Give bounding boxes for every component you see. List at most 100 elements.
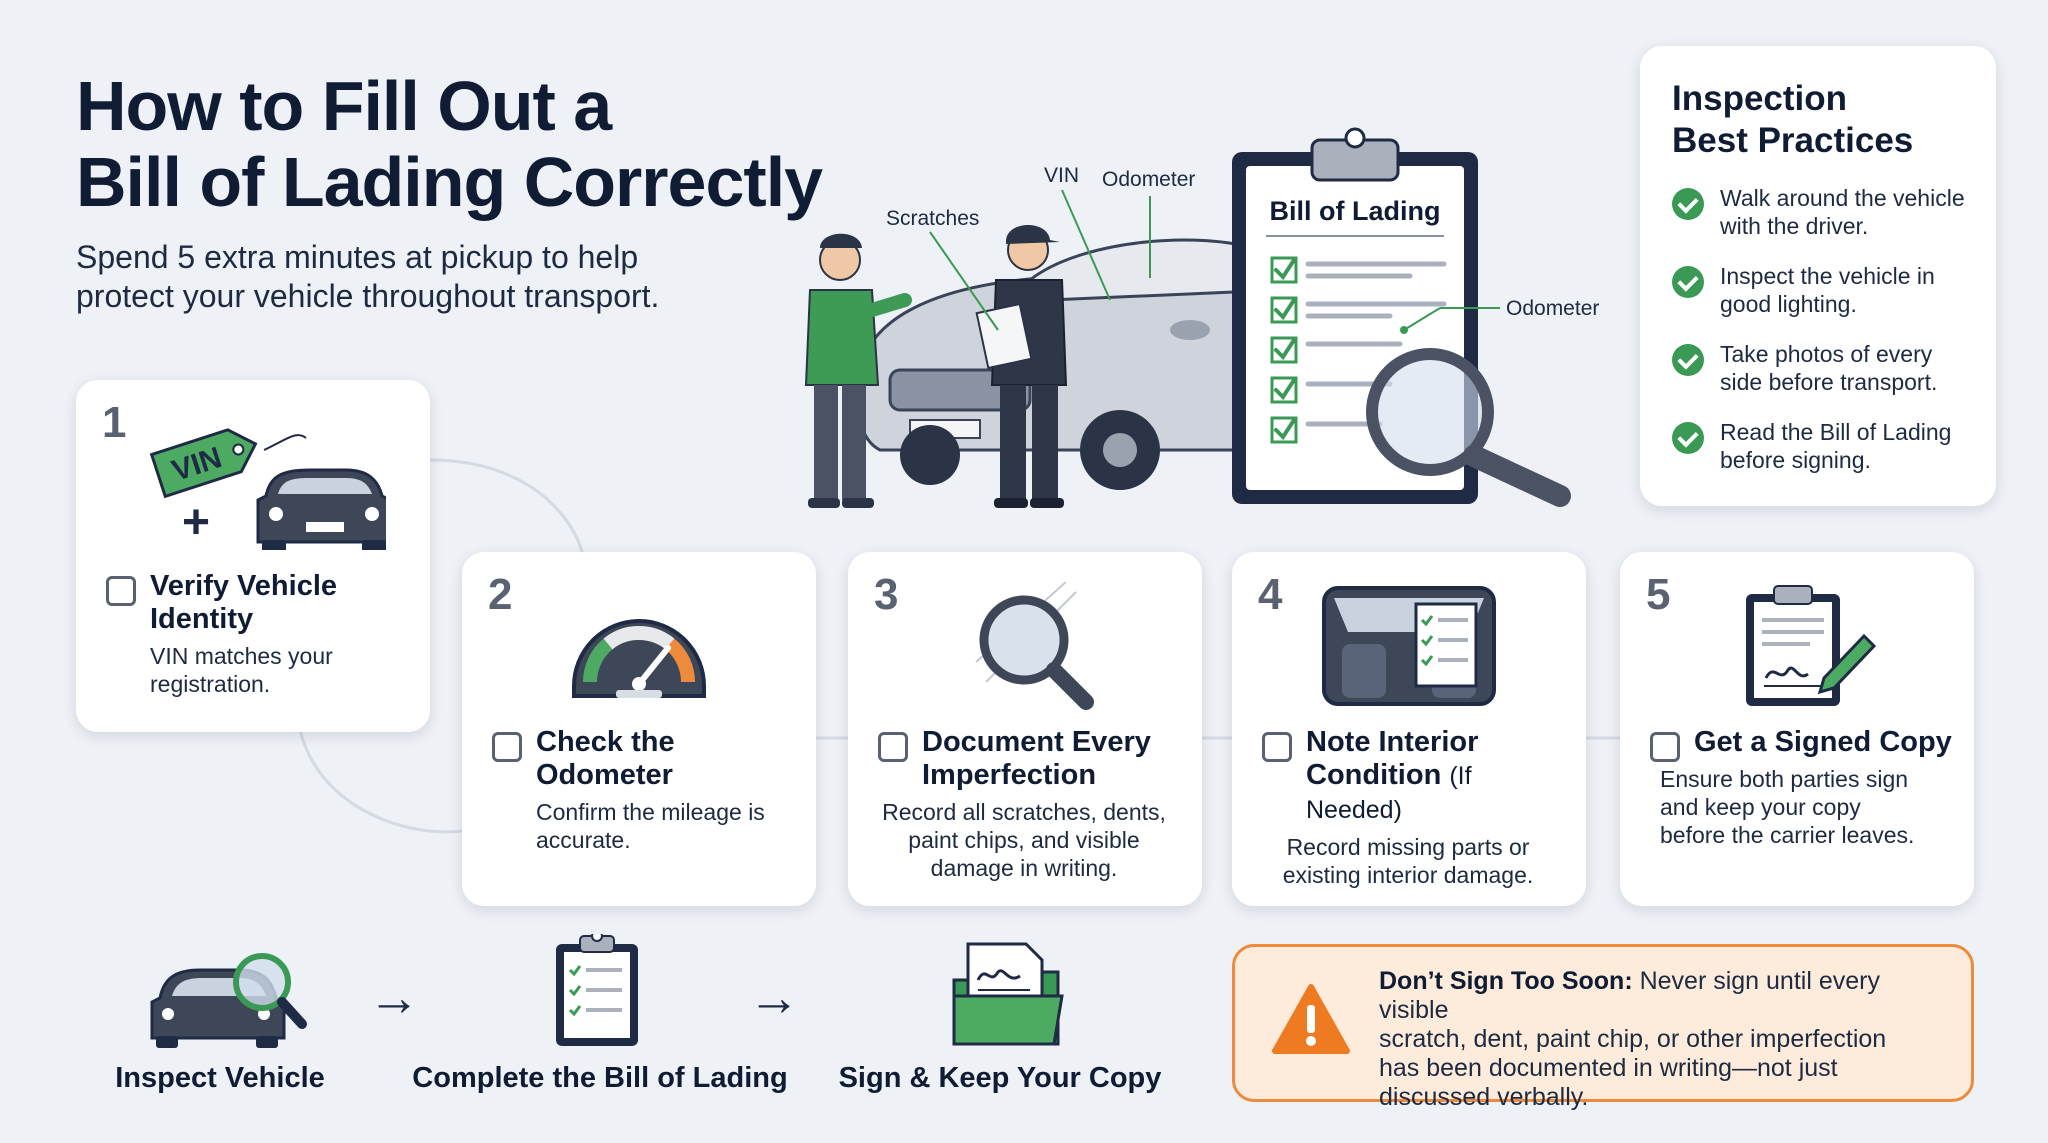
magnifier-icon [1366, 348, 1571, 507]
step-title-line: Get a Signed Copy [1694, 726, 1952, 758]
title-line-2: Bill of Lading Correctly [76, 143, 823, 221]
best-practices-panel: Inspection Best Practices Walk around th… [1640, 46, 1996, 506]
step-title-line: Verify Vehicle [150, 570, 338, 602]
step-desc-line: registration. [150, 671, 271, 697]
step-description: Confirm the mileage is accurate. [536, 798, 796, 854]
warning-heading: Don’t Sign Too Soon: [1379, 967, 1633, 995]
step-checkbox[interactable] [1262, 732, 1292, 762]
step-title-line: Odometer [536, 759, 673, 791]
check-circle-icon [1672, 344, 1704, 376]
car-interior-icon [1322, 586, 1496, 706]
practice-text: Walk around the vehicle with the driver. [1720, 184, 1965, 240]
step-desc-line: Ensure both parties sign [1660, 766, 1909, 792]
step-title: Note Interior Condition (If Needed) [1306, 726, 1566, 827]
step-title-line: Document Every [922, 726, 1151, 758]
best-practices-title-line-1: Inspection [1672, 79, 1848, 118]
step-title-line: Identity [150, 603, 254, 635]
title-line-1: How to Fill Out a [76, 67, 612, 145]
subtitle-line-1: Spend 5 extra minutes at pickup to help [76, 239, 639, 275]
step-number: 4 [1258, 570, 1283, 619]
step-title-text: Condition [1306, 759, 1442, 791]
signed-clipboard-icon [1746, 585, 1877, 706]
practice-item: Take photos of every side before transpo… [1672, 340, 1972, 396]
step-title: Document Every Imperfection [922, 726, 1182, 792]
warning-text: Don’t Sign Too Soon: Never sign until ev… [1379, 967, 1947, 1112]
practice-item: Inspect the vehicle in good lighting. [1672, 262, 1972, 318]
step-title-line: Note Interior [1306, 726, 1479, 758]
warning-triangle-icon [1272, 984, 1350, 1054]
step-number: 1 [102, 398, 127, 447]
step-content: Verify Vehicle Identity VIN matches your… [106, 570, 410, 698]
warning-line-1: Don’t Sign Too Soon: Never sign until ev… [1379, 967, 1947, 1025]
signed-folder-icon [952, 942, 1064, 1046]
step-description: Ensure both parties sign and keep your c… [1660, 765, 1954, 849]
scratches-label: Scratches [886, 207, 979, 230]
step-checkbox[interactable] [1650, 732, 1680, 762]
step-description: Record all scratches, dents, paint chips… [866, 798, 1182, 882]
step-title: Check the Odometer [536, 726, 796, 792]
step-desc-line: and keep your copy [1660, 794, 1861, 820]
warning-line-text: Never sign until every visible [1379, 967, 1880, 1024]
step-desc-line: before the carrier leaves. [1660, 822, 1915, 848]
step-content: Check the Odometer Confirm the mileage i… [492, 726, 796, 854]
step-description: Record missing parts or existing interio… [1250, 833, 1566, 889]
customer-figure [804, 233, 912, 508]
step-card-signed-copy: 5 Get a Signed Copy Ensure both parties … [1620, 552, 1974, 906]
step-content: Document Every Imperfection Record all s… [878, 726, 1182, 882]
flow-step-label: Inspect Vehicle [115, 1062, 325, 1094]
step-desc-line: Record missing parts or [1286, 834, 1530, 860]
step-desc-line: damage in writing. [930, 855, 1118, 881]
connector-line [816, 736, 1620, 740]
odometer-top-label: Odometer [1102, 168, 1195, 191]
plus-icon: + [182, 496, 210, 549]
warning-line: discussed verbally. [1379, 1083, 1589, 1111]
step-content: Note Interior Condition (If Needed) Reco… [1262, 726, 1566, 889]
practice-text-line: Read the Bill of Lading [1720, 419, 1952, 445]
step-title-suffix: (If Needed) [1306, 762, 1472, 824]
practice-item: Walk around the vehicle with the driver. [1672, 184, 1972, 240]
practice-text-line: with the driver. [1720, 213, 1869, 239]
vin-label: VIN [1044, 164, 1079, 187]
hero-illustration: Scratches VIN Odometer Bill of Lading [804, 127, 1599, 508]
step-card-document-imperfection: 3 Document Every Imperfection Record all… [848, 552, 1202, 906]
step-desc-line: Confirm the mileage is [536, 799, 765, 825]
check-circle-icon [1672, 188, 1704, 220]
page-title: How to Fill Out a Bill of Lading Correct… [76, 68, 876, 220]
practice-text-line: Walk around the vehicle [1720, 185, 1965, 211]
warning-callout: Don’t Sign Too Soon: Never sign until ev… [1232, 944, 1974, 1111]
subtitle-line-2: protect your vehicle throughout transpor… [76, 278, 660, 314]
step-title-line-2: Condition (If Needed) [1306, 759, 1566, 827]
step-title-line: Check the [536, 726, 675, 758]
step-checkbox[interactable] [878, 732, 908, 762]
step-desc-line: existing interior damage. [1282, 862, 1534, 888]
warning-line: has been documented in writing—not just [1379, 1054, 1838, 1082]
practice-text-line: good lighting. [1720, 291, 1857, 317]
step-checkbox[interactable] [106, 576, 136, 606]
driver-figure [975, 225, 1068, 508]
step-description: VIN matches your registration. [150, 642, 410, 698]
step-card-check-odometer: 2 Check the Odometer Confirm the mileage… [462, 552, 816, 906]
step-checkbox[interactable] [492, 732, 522, 762]
practice-text-line: Take photos of every [1720, 341, 1933, 367]
page-subtitle: Spend 5 extra minutes at pickup to help … [76, 238, 736, 316]
step-desc-line: Record all scratches, dents, [882, 799, 1166, 825]
step-number: 3 [874, 570, 899, 619]
arrow-right-icon: → [748, 969, 800, 1027]
odometer-right-label: Odometer [1506, 297, 1599, 320]
check-circle-icon [1672, 266, 1704, 298]
odometer-gauge-icon [572, 619, 706, 698]
vin-car-icon: VIN + [149, 428, 386, 550]
practice-text-line: before signing. [1720, 447, 1871, 473]
practice-text: Read the Bill of Lading before signing. [1720, 418, 1951, 474]
step-desc-line: accurate. [536, 827, 631, 853]
step-number: 2 [488, 570, 513, 619]
practice-text-line: Inspect the vehicle in [1720, 263, 1935, 289]
practice-text: Take photos of every side before transpo… [1720, 340, 1937, 396]
step-title-line: Imperfection [922, 759, 1097, 791]
step-card-verify-identity: 1 VIN + Verify Vehicle Identity VIN matc… [76, 380, 430, 732]
step-title: Get a Signed Copy [1694, 726, 1954, 759]
step-title: Verify Vehicle Identity [150, 570, 410, 636]
car-icon [256, 468, 386, 550]
practice-text: Inspect the vehicle in good lighting. [1720, 262, 1935, 318]
flow-step-label: Sign & Keep Your Copy [838, 1062, 1162, 1094]
